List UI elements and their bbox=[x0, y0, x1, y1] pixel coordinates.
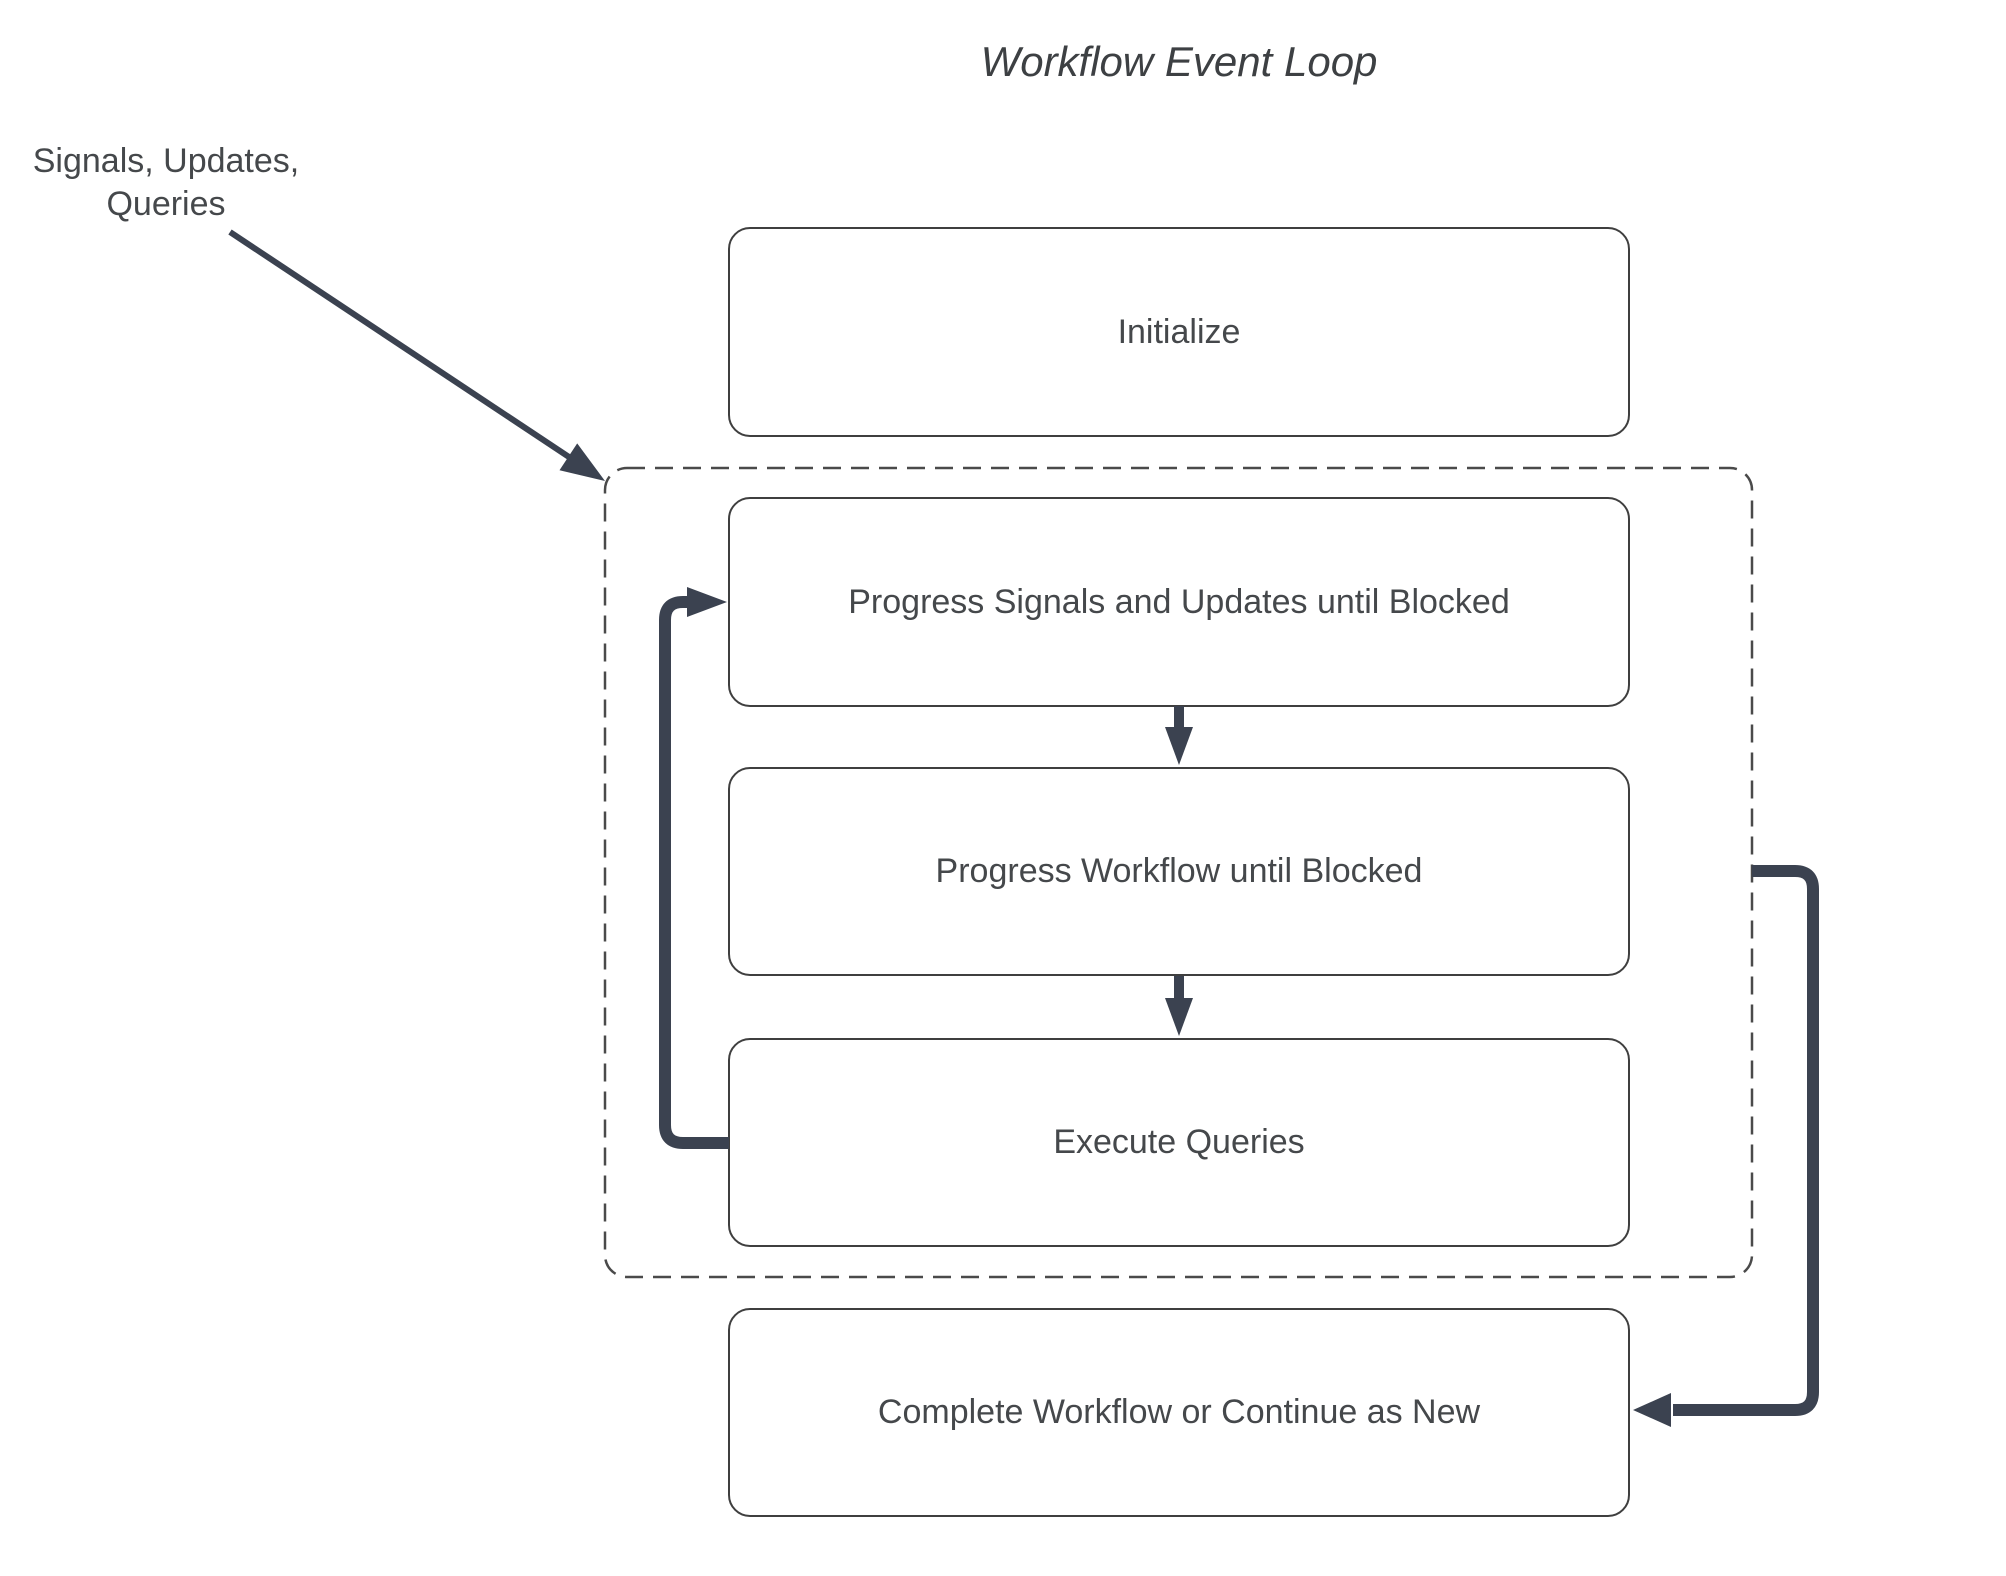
node-progress-signals-updates-label: Progress Signals and Updates until Block… bbox=[848, 582, 1510, 621]
node-complete-workflow: Complete Workflow or Continue as New bbox=[728, 1308, 1630, 1517]
node-progress-workflow: Progress Workflow until Blocked bbox=[728, 767, 1630, 976]
external-events-label: Signals, Updates, Queries bbox=[8, 140, 324, 226]
arrow-event-loop-to-complete-workflow bbox=[1633, 865, 1819, 1427]
node-progress-signals-updates: Progress Signals and Updates until Block… bbox=[728, 497, 1630, 707]
node-complete-workflow-label: Complete Workflow or Continue as New bbox=[877, 1393, 1481, 1431]
signals-input-arrow bbox=[228, 229, 605, 481]
external-events-label-line2: Queries bbox=[106, 185, 226, 223]
node-execute-queries-label: Execute Queries bbox=[1053, 1123, 1305, 1161]
node-execute-queries: Execute Queries bbox=[728, 1038, 1630, 1247]
external-events-label-line1: Signals, Updates, bbox=[32, 142, 300, 180]
node-initialize-label: Initialize bbox=[1117, 312, 1241, 351]
node-progress-workflow-label: Progress Workflow until Blocked bbox=[935, 852, 1423, 890]
node-initialize: Initialize bbox=[728, 227, 1630, 437]
loop-arrow-execute-queries-to-progress-signals bbox=[659, 587, 729, 1149]
arrow-progress-workflow-to-execute-queries bbox=[1165, 976, 1193, 1036]
arrow-progress-signals-to-progress-workflow bbox=[1165, 706, 1193, 765]
diagram-title: Workflow Event Loop bbox=[980, 38, 1378, 85]
